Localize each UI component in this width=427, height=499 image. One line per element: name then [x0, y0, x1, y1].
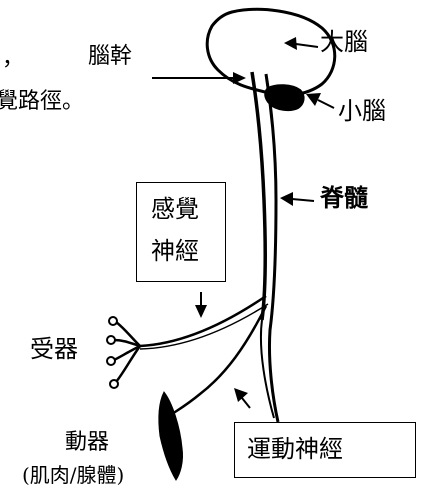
cerebellum-label: 小腦	[338, 97, 386, 125]
sensory-nerve-label-line1: 感覺	[151, 195, 199, 223]
sensory-nerve-box: 感覺 神經	[136, 182, 226, 282]
brainstem-stroke-right	[264, 73, 280, 423]
effector-label-line2: (肌肉/腺體)	[22, 463, 125, 487]
sensory-nerve-line	[139, 294, 267, 348]
motor-nerve-box: 運動神經	[234, 422, 416, 478]
fragment-text: 覺路徑。	[0, 89, 85, 114]
receptor-endings	[106, 316, 119, 389]
cerebrum-shape	[205, 7, 337, 97]
effector-muscle-shape	[158, 391, 183, 481]
sensory-nerve-label-line2: 神經	[151, 237, 199, 265]
receptor-label: 受器	[30, 335, 78, 363]
cerebrum-label: 大腦	[320, 28, 368, 56]
sensory-nerve-line-2	[139, 303, 269, 350]
motor-nerve-line	[171, 305, 268, 416]
brainstem-stroke-left	[250, 71, 268, 321]
receptor-branches	[113, 321, 142, 383]
effector-label-line1: 動器	[65, 430, 110, 455]
brainstem-label: 腦幹	[88, 44, 133, 69]
fragment-comma: ，	[2, 46, 25, 71]
spinal-cord-label: 脊髓	[320, 184, 368, 212]
motor-nerve-label: 運動神經	[247, 435, 343, 463]
spinal-cord-inner	[259, 319, 275, 419]
cerebellum-shape	[264, 84, 305, 112]
